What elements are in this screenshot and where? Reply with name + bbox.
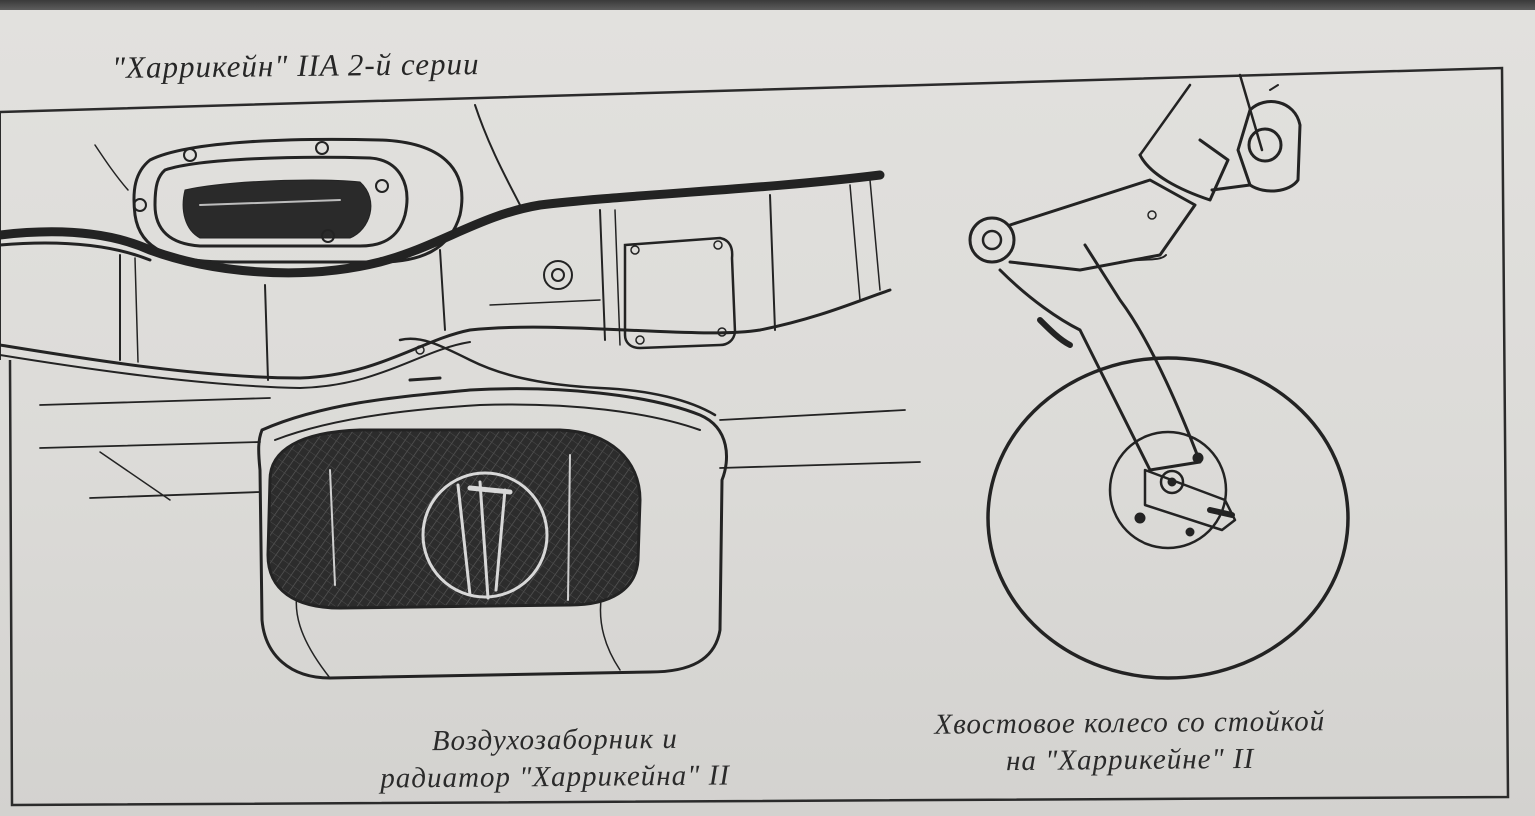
caption-tail-wheel: Хвостовое колесо со стойкой на "Харрикей… — [850, 703, 1411, 782]
air-intake-drawing — [0, 104, 921, 680]
caption-air-intake-line2: радиатор "Харрикейна" II — [380, 759, 731, 795]
book-page — [0, 10, 1535, 816]
tail-wheel-drawing — [968, 73, 1350, 680]
caption-tail-wheel-line1: Хвостовое колесо со стойкой — [934, 705, 1326, 741]
caption-air-intake: Воздухозаборник и радиатор "Харрикейна" … — [320, 720, 791, 798]
frame-border — [0, 66, 1510, 807]
caption-tail-wheel-line2: на "Харрикейне" II — [1005, 742, 1255, 778]
caption-air-intake-line1: Воздухозаборник и — [431, 722, 678, 758]
